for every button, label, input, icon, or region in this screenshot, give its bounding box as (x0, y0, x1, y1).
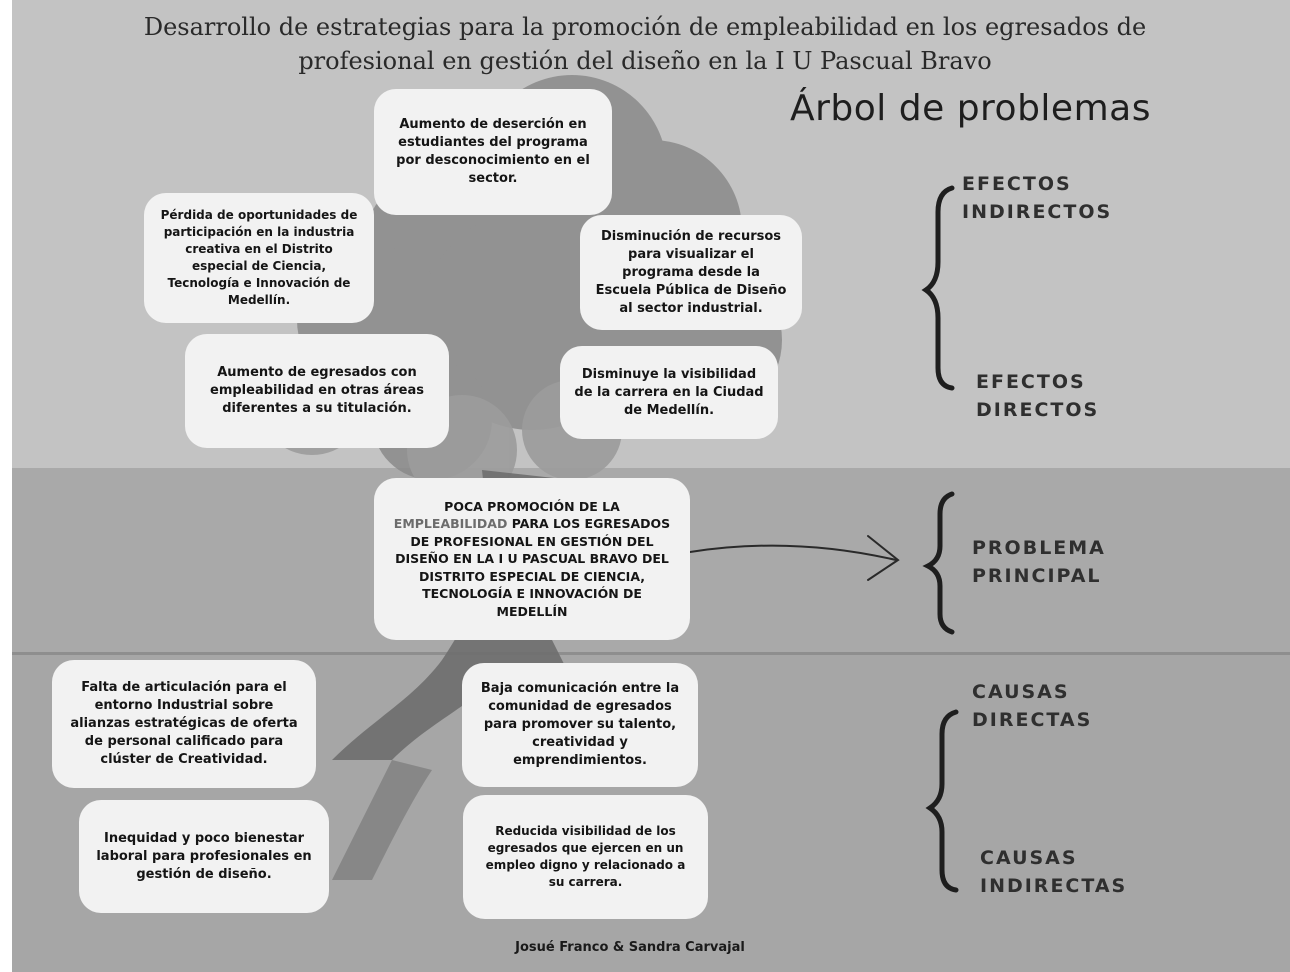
cause-text: Inequidad y poco bienestar laboral para … (96, 830, 312, 882)
main-problem-text: POCA PROMOCIÓN DE LA EMPLEABILIDAD PARA … (388, 498, 676, 621)
label-main-problem: PROBLEMA PRINCIPAL (972, 537, 1106, 587)
diagram-subtitle: Árbol de problemas (790, 88, 1151, 129)
effect-text: Disminución de recursos para visualizar … (595, 228, 787, 316)
effect-text: Disminuye la visibilidad de la carrera e… (574, 366, 764, 418)
problem-highlight: EMPLEABILIDAD (393, 516, 508, 532)
title-line-2: profesional en gestión del diseño en la … (298, 47, 992, 75)
cause-box-inequidad: Inequidad y poco bienestar laboral para … (79, 800, 329, 913)
effect-text: Aumento de egresados con empleabilidad e… (210, 365, 424, 416)
arrow-line (689, 544, 897, 561)
cause-box-articulacion: Falta de articulación para el entorno In… (52, 660, 316, 788)
band-divider (12, 652, 1290, 655)
effect-box-recursos: Disminución de recursos para visualizar … (580, 215, 802, 330)
effect-box-desercion: Aumento de deserción en estudiantes del … (374, 89, 612, 215)
cause-text: Falta de articulación para el entorno In… (70, 680, 298, 767)
effect-text: Pérdida de oportunidades de participació… (160, 208, 358, 307)
effects-bracket (921, 185, 955, 391)
effect-box-egresados: Aumento de egresados con empleabilidad e… (185, 334, 449, 448)
effect-text: Aumento de deserción en estudiantes del … (396, 117, 590, 186)
brackets-and-arrow (689, 185, 959, 893)
effect-box-visibilidad: Disminuye la visibilidad de la carrera e… (560, 346, 778, 439)
problem-bracket (922, 491, 955, 635)
label-indirect-causes: CAUSAS INDIRECTAS (980, 847, 1128, 897)
diagram-title: Desarrollo de estrategias para la promoc… (40, 10, 1250, 78)
effect-box-oportunidades: Pérdida de oportunidades de participació… (144, 193, 374, 323)
cause-box-reducida-visibilidad: Reducida visibilidad de los egresados qu… (463, 795, 708, 919)
label-indirect-effects: EFECTOS INDIRECTOS (962, 173, 1113, 223)
arrow-head (867, 535, 900, 581)
causes-bracket (925, 709, 959, 893)
authors-credit: Josué Franco & Sandra Carvajal (515, 940, 745, 955)
cause-text: Baja comunicación entre la comunidad de … (480, 681, 680, 768)
title-line-1: Desarrollo de estrategias para la promoc… (143, 13, 1147, 41)
label-direct-causes: CAUSAS DIRECTAS (972, 681, 1093, 731)
cause-box-comunicacion: Baja comunicación entre la comunidad de … (462, 663, 698, 787)
problem-part-2: PARA LOS EGRESADOS DE PROFESIONAL EN GES… (395, 516, 671, 619)
problem-part-1: POCA PROMOCIÓN DE LA (444, 498, 620, 514)
label-direct-effects: EFECTOS DIRECTOS (976, 371, 1100, 421)
main-problem-box: POCA PROMOCIÓN DE LA EMPLEABILIDAD PARA … (374, 478, 690, 640)
cause-text: Reducida visibilidad de los egresados qu… (485, 824, 686, 889)
